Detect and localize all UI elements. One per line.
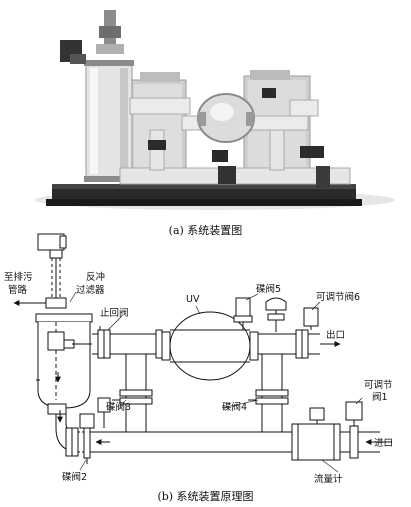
label-adjustable-1a: 可调节 — [364, 380, 393, 391]
label-adjustable-1b: 阀1 — [372, 391, 388, 403]
label-check-valve: 止回阀 — [100, 307, 129, 319]
label-backwash-1: 反冲 — [86, 271, 105, 283]
butterfly-valve-3 — [112, 389, 153, 405]
sight-glass — [265, 297, 287, 332]
backwash-filter-photo — [60, 10, 134, 182]
top-pipe-to-uv — [92, 326, 170, 359]
label-butterfly-2: 碟阀2 — [62, 471, 87, 483]
pipe-uv-to-outlet — [258, 329, 341, 359]
butterfly-valve-4 — [248, 389, 289, 405]
label-uv: UV — [186, 294, 200, 305]
caption-b: (b) 系统装置原理图 — [157, 490, 254, 503]
caption-a: (a) 系统装置图 — [168, 224, 243, 237]
backwash-filter — [35, 313, 93, 415]
butterfly-valve-2 — [79, 413, 95, 464]
system-photo — [35, 10, 395, 210]
label-outlet: 出口 — [326, 329, 345, 341]
elbow-to-filter — [55, 410, 81, 457]
adjustable-valve-1 — [340, 401, 392, 459]
label-flowmeter: 流量计 — [314, 473, 343, 485]
butterfly-valve-3-actuator — [97, 397, 111, 428]
adjustable-valve-6 — [303, 307, 319, 330]
label-inlet: 进口 — [374, 438, 393, 449]
butterfly-valve-5 — [233, 297, 253, 330]
label-backwash-2: 过滤器 — [76, 284, 105, 296]
filter-actuator — [37, 233, 67, 309]
label-adjustable-6: 可调节阀6 — [316, 291, 360, 303]
vertical-legs — [125, 354, 283, 418]
label-butterfly-4: 碟阀4 — [222, 401, 247, 413]
label-butterfly-5: 碟阀5 — [256, 283, 281, 295]
leader-lines — [69, 291, 363, 473]
uv-reactor — [161, 311, 259, 381]
base-skid — [46, 184, 362, 206]
label-to-sewer-2: 管路 — [8, 284, 28, 296]
photo-actuators — [148, 88, 330, 188]
flowmeter — [291, 407, 341, 461]
label-butterfly-3: 碟阀3 — [106, 401, 131, 413]
system-schematic: 至排污 管路 反冲 过滤器 UV 止回阀 碟阀5 可调节阀6 出口 碟阀3 碟阀… — [4, 233, 393, 485]
uv-reactor-photo — [197, 93, 255, 143]
bottom-loop-pipe — [82, 418, 296, 453]
label-to-sewer-1: 至排污 — [4, 271, 33, 283]
